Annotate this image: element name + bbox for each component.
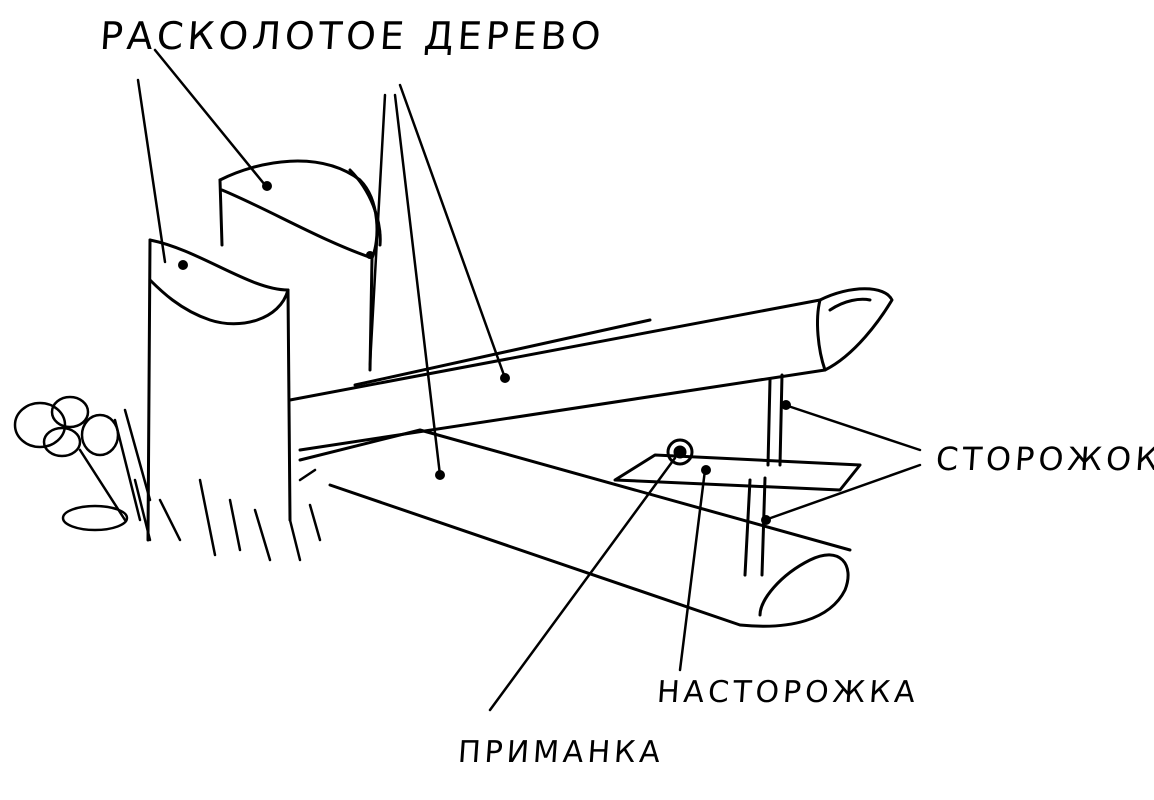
leader-lines — [136, 48, 922, 712]
trigger-stick-label: СТОРОЖОК — [934, 440, 1154, 478]
dot-markers — [178, 181, 791, 525]
upper-log — [288, 287, 894, 452]
flower-and-grass — [13, 395, 322, 562]
split-tree-label: РАСКОЛОТОЕ ДЕРЕВО — [98, 14, 607, 58]
trigger-mechanism — [613, 373, 862, 577]
lower-log — [298, 428, 852, 628]
split-log-stump — [146, 159, 382, 542]
bait-label: ПРИМАНКА — [456, 735, 666, 770]
trigger-plate-label: НАСТОРОЖКА — [655, 675, 921, 710]
